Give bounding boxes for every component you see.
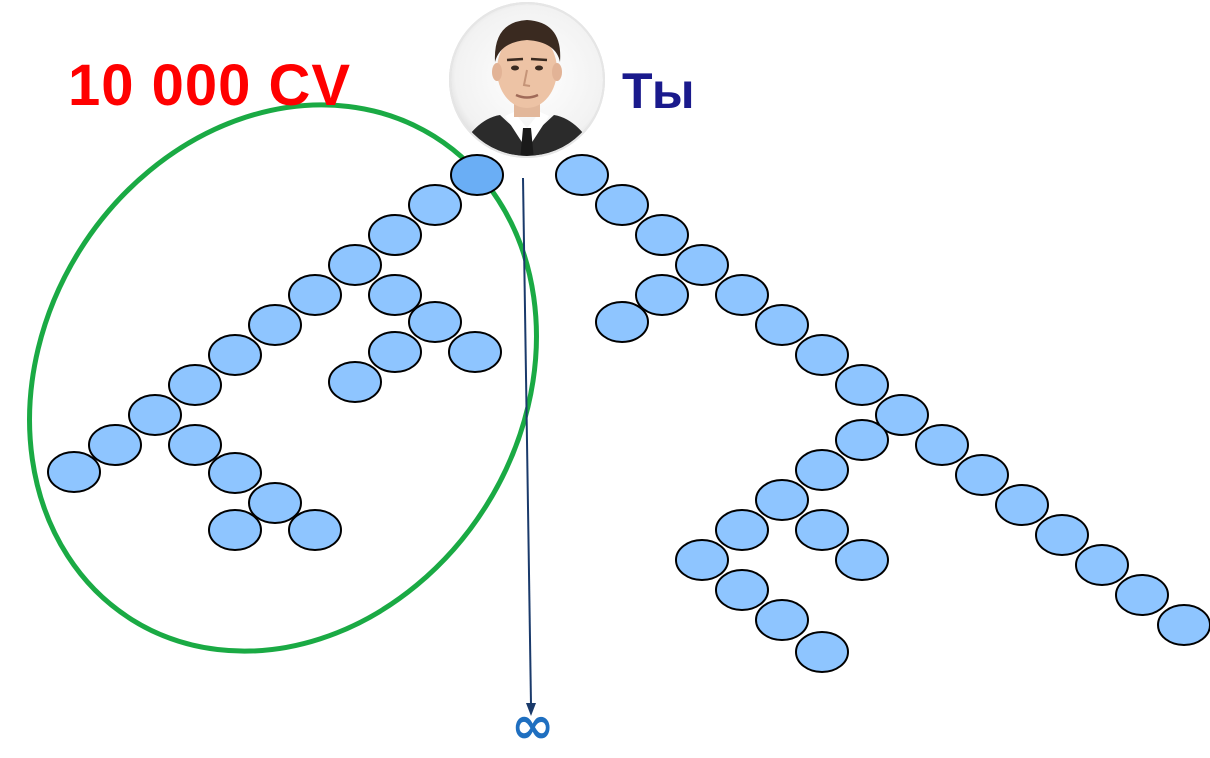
arrow-to-infinity xyxy=(522,177,536,716)
tree-node xyxy=(448,331,502,373)
tree-node xyxy=(755,479,809,521)
tree-node xyxy=(288,509,342,551)
tree-node xyxy=(835,539,889,581)
tree-node xyxy=(288,274,342,316)
tree-node xyxy=(755,304,809,346)
tree-node xyxy=(408,301,462,343)
you-label: Ты xyxy=(622,63,695,119)
tree-node xyxy=(715,274,769,316)
tree-node xyxy=(368,214,422,256)
tree-node xyxy=(208,452,262,494)
tree-node xyxy=(875,394,929,436)
tree-node xyxy=(715,569,769,611)
tree-node xyxy=(1075,544,1129,586)
tree-node xyxy=(328,361,382,403)
tree-node xyxy=(635,274,689,316)
group-ellipse xyxy=(27,102,539,654)
tree-node xyxy=(755,599,809,641)
tree-node xyxy=(88,424,142,466)
tree-node xyxy=(208,334,262,376)
tree-node xyxy=(1115,574,1169,616)
tree-node xyxy=(835,419,889,461)
tree-node xyxy=(675,539,729,581)
tree-node xyxy=(795,509,849,551)
tree-node xyxy=(995,484,1049,526)
tree-node xyxy=(595,184,649,226)
tree-node xyxy=(168,424,222,466)
tree-node xyxy=(248,304,302,346)
infinity-symbol: ∞ xyxy=(511,696,555,756)
tree-node xyxy=(328,244,382,286)
tree-node xyxy=(368,274,422,316)
tree-node xyxy=(955,454,1009,496)
tree-node xyxy=(1035,514,1089,556)
tree-node xyxy=(795,631,849,673)
tree-node xyxy=(248,482,302,524)
tree-node xyxy=(208,509,262,551)
tree-node xyxy=(675,244,729,286)
tree-node xyxy=(715,509,769,551)
tree-node xyxy=(47,451,101,493)
tree-node xyxy=(835,364,889,406)
tree-node xyxy=(795,334,849,376)
tree-node xyxy=(555,154,609,196)
person-avatar-icon xyxy=(449,2,605,158)
tree-node xyxy=(635,214,689,256)
tree-nodes xyxy=(47,154,1210,673)
tree-node xyxy=(408,184,462,226)
tree-node xyxy=(795,449,849,491)
tree-node xyxy=(915,424,969,466)
cv-count-label: 10 000 CV xyxy=(68,53,352,118)
tree-node xyxy=(1157,604,1210,646)
tree-node xyxy=(368,331,422,373)
tree-node xyxy=(168,364,222,406)
tree-node xyxy=(128,394,182,436)
tree-node xyxy=(450,154,504,196)
tree-node xyxy=(595,301,649,343)
